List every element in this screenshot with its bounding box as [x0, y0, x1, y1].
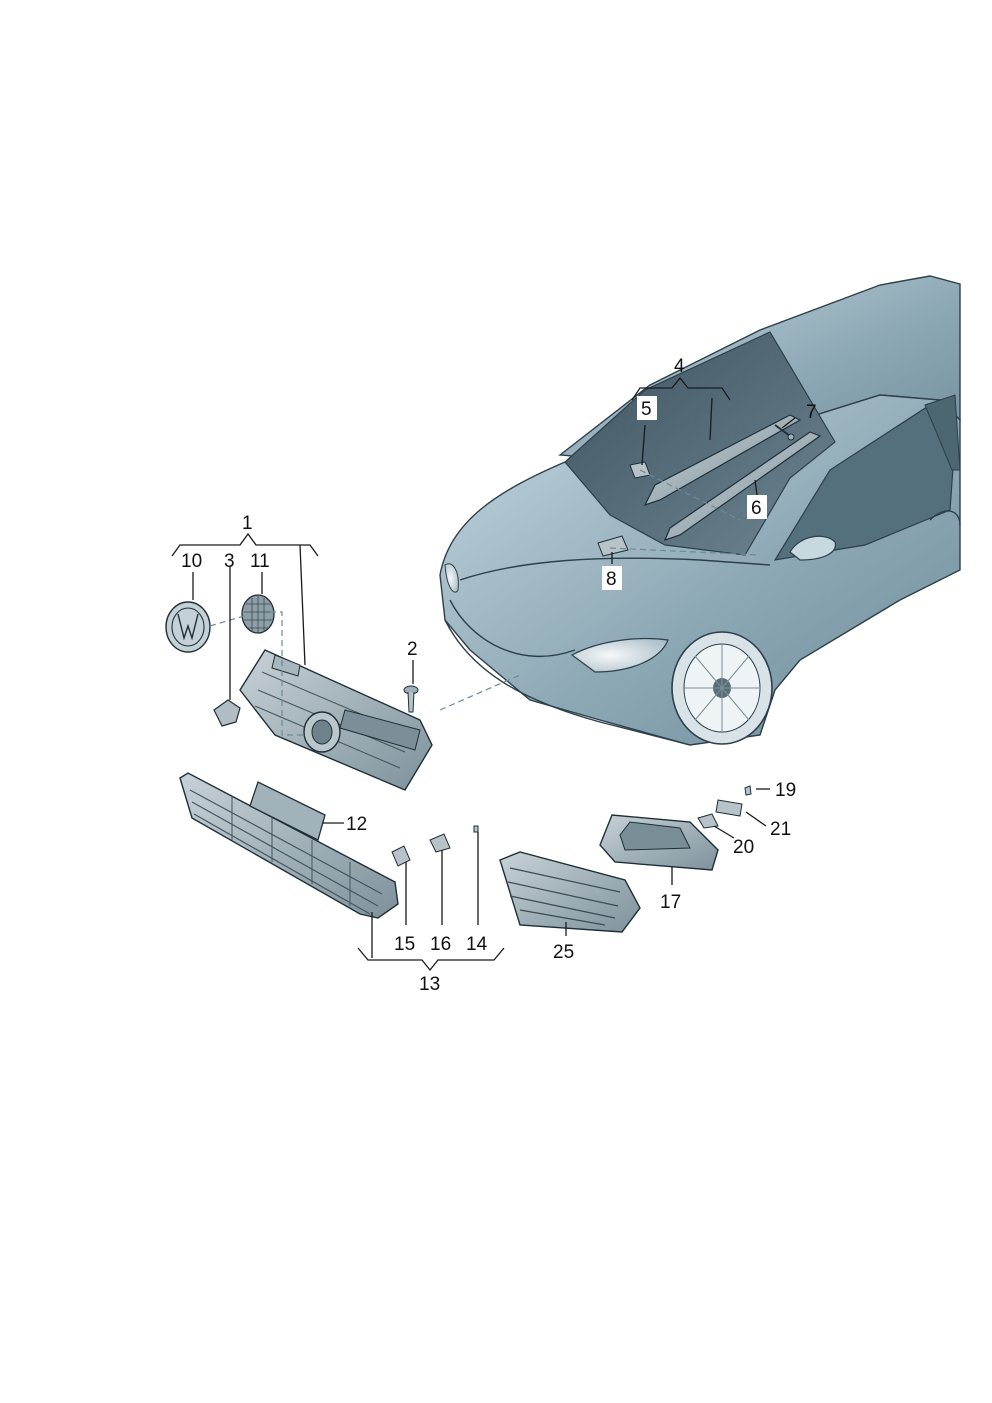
- callout-11: 11: [250, 551, 270, 572]
- windshield-molding-left: [643, 414, 822, 541]
- sensor-cover: [597, 535, 629, 557]
- callout-25: 25: [553, 942, 574, 963]
- callout-17: 17: [660, 892, 681, 913]
- callout-20: 20: [733, 837, 754, 858]
- vw-emblem: [165, 601, 211, 653]
- lower-clips: [391, 825, 479, 867]
- callout-21: 21: [770, 819, 791, 840]
- leader-lines: [171, 376, 796, 972]
- callout-6: 6: [751, 498, 762, 519]
- mesh-insert: [241, 594, 275, 634]
- callout-13: 13: [419, 974, 440, 995]
- car-body: [439, 275, 961, 746]
- callout-2: 2: [407, 639, 418, 660]
- callout-15: 15: [394, 934, 415, 955]
- mount-bracket: [213, 699, 241, 727]
- callout-19: 19: [775, 780, 796, 801]
- callout-1: 1: [242, 513, 253, 534]
- rivet-fastener: [774, 424, 795, 441]
- callout-8-bg: [602, 566, 622, 590]
- front-wheel: [671, 631, 773, 745]
- fog-lamp-cover: [599, 814, 719, 871]
- callout-10: 10: [181, 551, 202, 572]
- callout-6-bg: [747, 495, 767, 519]
- callout-7: 7: [806, 402, 817, 423]
- callout-12: 12: [346, 814, 367, 835]
- callout-14: 14: [466, 934, 488, 955]
- small-fittings: [697, 785, 752, 829]
- callout-16: 16: [430, 934, 451, 955]
- callout-8: 8: [606, 569, 617, 590]
- upper-grille: [239, 649, 433, 791]
- callout-5-bg: [637, 396, 657, 420]
- screw: [403, 685, 419, 713]
- assembly-lines: [209, 469, 761, 736]
- callout-5: 5: [641, 399, 652, 420]
- fog-grille: [499, 851, 641, 933]
- callout-labels: 1 10 3 11 2 5 4 7 6 8 12 15 16 14 13 25 …: [181, 356, 817, 995]
- license-plate-mount: [249, 781, 326, 841]
- callout-3: 3: [224, 551, 235, 572]
- callout-4: 4: [674, 356, 685, 377]
- lower-grille: [179, 772, 399, 919]
